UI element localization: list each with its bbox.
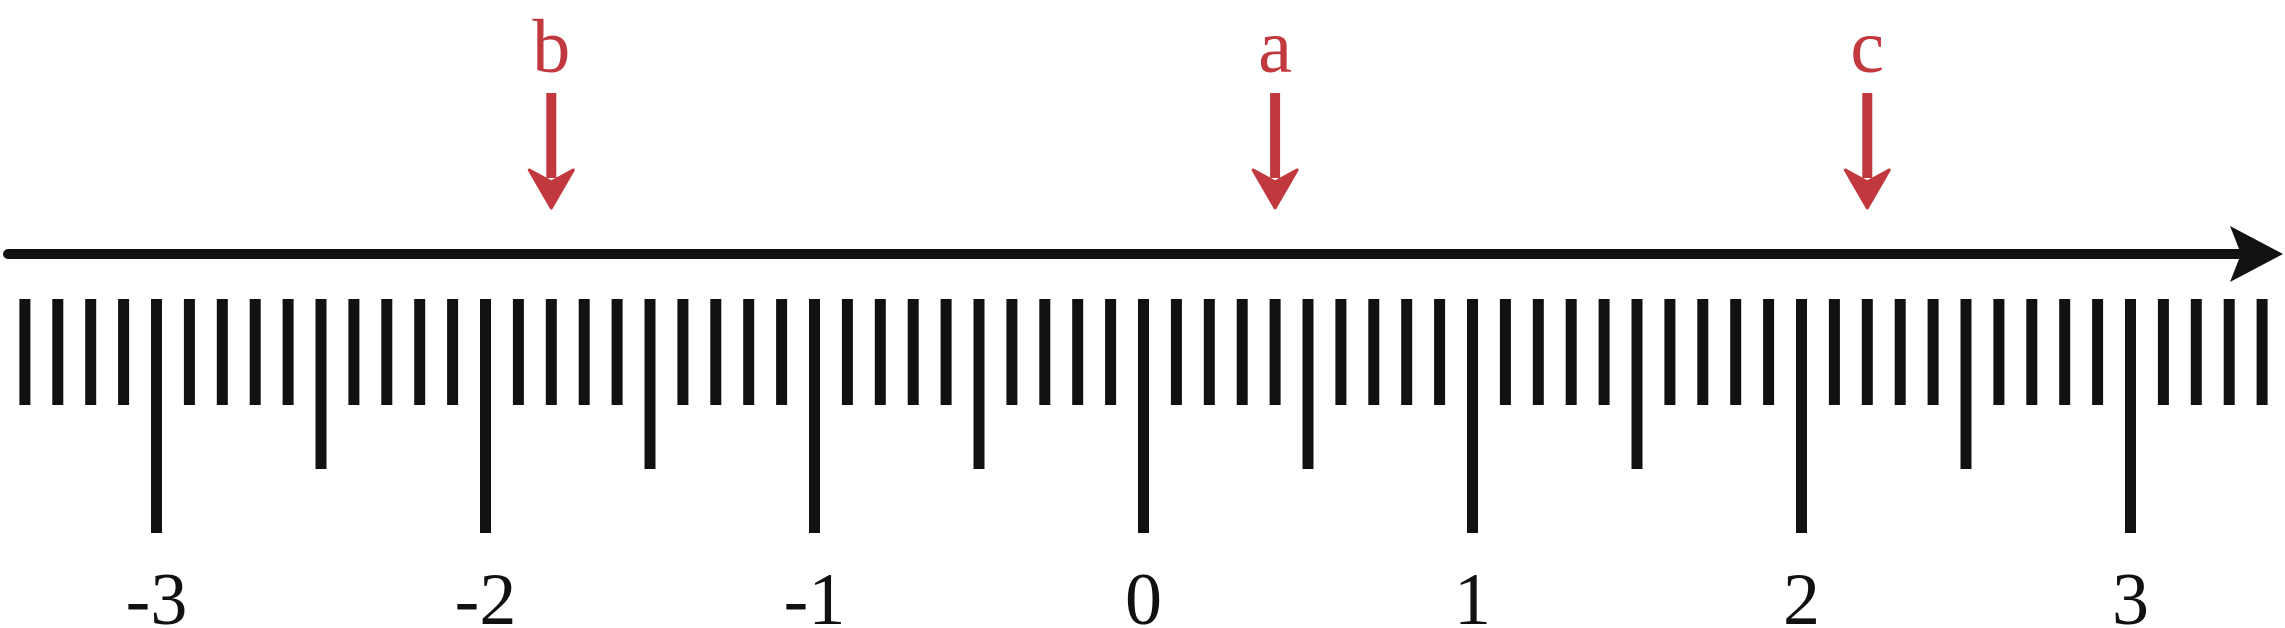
minor-tick: [1894, 299, 1906, 405]
minor-tick: [1434, 299, 1446, 405]
minor-tick: [512, 299, 524, 405]
minor-tick: [743, 299, 755, 405]
minor-tick: [447, 299, 459, 405]
minor-tick: [282, 299, 294, 405]
minor-tick: [2026, 299, 2038, 405]
minor-tick: [2256, 299, 2268, 405]
minor-tick: [85, 299, 97, 405]
tick-label: 0: [1125, 559, 1162, 628]
half-tick: [1302, 299, 1314, 469]
minor-tick: [1664, 299, 1676, 405]
minor-tick: [907, 299, 919, 405]
half-tick: [1960, 299, 1972, 469]
minor-tick: [1697, 299, 1709, 405]
minor-tick: [611, 299, 623, 405]
minor-tick: [1401, 299, 1413, 405]
minor-tick: [1927, 299, 1939, 405]
minor-tick: [841, 299, 853, 405]
minor-tick: [2223, 299, 2235, 405]
minor-tick: [1236, 299, 1248, 405]
tick-label: 1: [1454, 559, 1491, 628]
minor-tick: [578, 299, 590, 405]
major-tick: [1467, 299, 1478, 533]
minor-tick: [249, 299, 261, 405]
minor-tick: [2059, 299, 2071, 405]
tick-label: -3: [126, 559, 188, 628]
minor-tick: [545, 299, 557, 405]
minor-tick: [1763, 299, 1775, 405]
marker-arrowhead: [1251, 168, 1299, 210]
minor-tick: [1828, 299, 1840, 405]
tick-label: 2: [1783, 559, 1820, 628]
tick-marks: [19, 299, 2268, 533]
major-tick: [809, 299, 820, 533]
tick-label: 3: [2112, 559, 2149, 628]
minor-tick: [940, 299, 952, 405]
marker-arrowhead: [1843, 168, 1891, 210]
tick-label: -2: [455, 559, 517, 628]
minor-tick: [1532, 299, 1544, 405]
minor-tick: [1861, 299, 1873, 405]
marker-arrowhead: [527, 168, 575, 210]
minor-tick: [1203, 299, 1215, 405]
minor-tick: [1499, 299, 1511, 405]
minor-tick: [2190, 299, 2202, 405]
half-tick: [1631, 299, 1643, 469]
minor-tick: [1039, 299, 1051, 405]
marker-label: b: [532, 5, 570, 89]
half-tick: [644, 299, 656, 469]
minor-tick: [2092, 299, 2104, 405]
minor-tick: [1269, 299, 1281, 405]
minor-tick: [1170, 299, 1182, 405]
major-tick: [1796, 299, 1807, 533]
minor-tick: [1105, 299, 1117, 405]
major-tick: [2125, 299, 2136, 533]
major-tick: [1138, 299, 1149, 533]
minor-tick: [2157, 299, 2169, 405]
minor-tick: [1993, 299, 2005, 405]
marker-a: a: [1251, 5, 1299, 210]
marker-b: b: [527, 5, 575, 210]
marker-label: a: [1258, 5, 1292, 89]
half-tick: [973, 299, 985, 469]
minor-tick: [874, 299, 886, 405]
marker-label: c: [1850, 5, 1884, 89]
minor-tick: [183, 299, 195, 405]
minor-tick: [1598, 299, 1610, 405]
major-tick: [151, 299, 162, 533]
minor-tick: [1072, 299, 1084, 405]
number-line-axis: [3, 226, 2283, 282]
minor-tick: [19, 299, 31, 405]
minor-tick: [776, 299, 788, 405]
major-tick: [480, 299, 491, 533]
tick-labels: -3 -2 -1 0 1 2 3: [126, 559, 2149, 628]
minor-tick: [1368, 299, 1380, 405]
minor-tick: [414, 299, 426, 405]
minor-tick: [118, 299, 130, 405]
minor-tick: [381, 299, 393, 405]
minor-tick: [1730, 299, 1742, 405]
minor-tick: [1565, 299, 1577, 405]
minor-tick: [710, 299, 722, 405]
minor-tick: [216, 299, 228, 405]
minor-tick: [52, 299, 64, 405]
axis-arrowhead: [2230, 226, 2283, 282]
minor-tick: [677, 299, 689, 405]
half-tick: [315, 299, 327, 469]
minor-tick: [1006, 299, 1018, 405]
tick-label: -1: [784, 559, 846, 628]
minor-tick: [348, 299, 360, 405]
minor-tick: [1335, 299, 1347, 405]
marker-c: c: [1843, 5, 1891, 210]
